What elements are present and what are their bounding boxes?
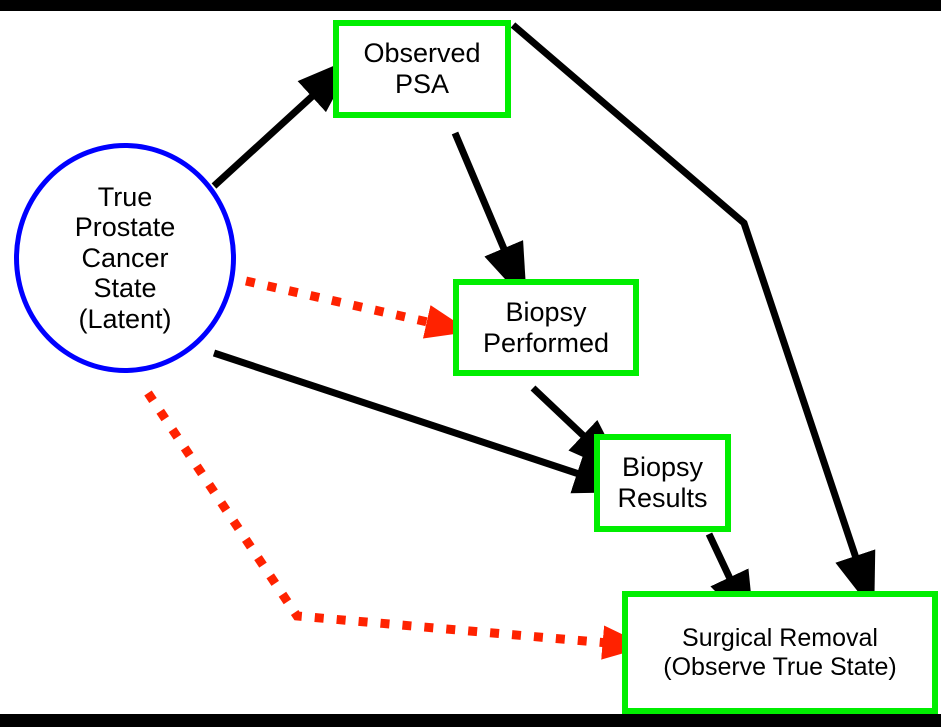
edge-biopsy-results-to-surgical-removal	[705, 532, 755, 632]
node-true-state-label: True Prostate Cancer State (Latent)	[74, 181, 176, 334]
node-biopsy-results[interactable]: Biopsy Results	[594, 434, 731, 532]
edge-true-state-to-observed-psa	[211, 56, 356, 189]
node-biopsy-performed-label: Biopsy Performed	[482, 296, 610, 358]
node-observed-psa[interactable]: Observed PSA	[333, 20, 511, 118]
diagram-stage: True Prostate Cancer State (Latent) Obse…	[0, 11, 941, 714]
node-observed-psa-label: Observed PSA	[363, 38, 481, 99]
letterbox-top	[0, 0, 941, 11]
edge-biopsy-performed-to-biopsy-results	[530, 385, 627, 477]
edge-true-state-to-surgical-removal	[144, 390, 648, 660]
node-surgical-removal-label: Surgical Removal (Observe True State)	[663, 624, 897, 681]
edge-true-state-to-biopsy-performed	[245, 276, 471, 339]
node-biopsy-performed[interactable]: Biopsy Performed	[453, 279, 639, 376]
node-biopsy-results-label: Biopsy Results	[617, 452, 708, 513]
node-surgical-removal[interactable]: Surgical Removal (Observe True State)	[622, 591, 938, 714]
letterbox-bottom	[0, 714, 941, 727]
node-true-prostate-cancer-state[interactable]: True Prostate Cancer State (Latent)	[14, 143, 236, 373]
edge-observed-psa-to-biopsy-performed	[451, 131, 527, 304]
